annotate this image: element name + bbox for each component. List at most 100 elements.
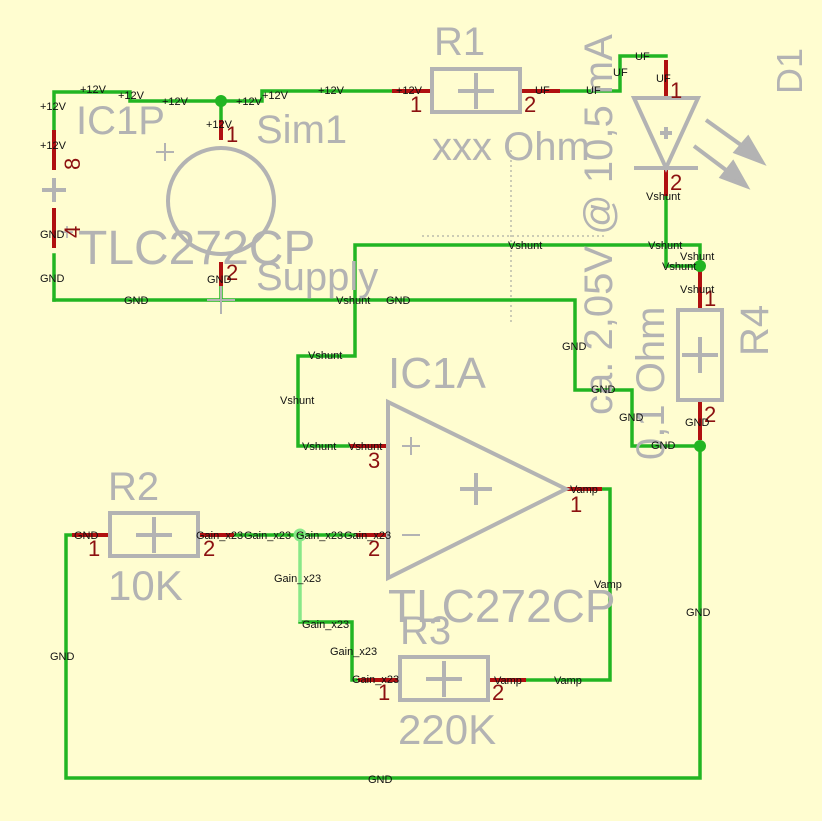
wire-12v-top[interactable] [219, 89, 396, 103]
net-label-gain: Gain_x23 [196, 530, 243, 542]
net-label-vshunt: Vshunt [662, 261, 696, 273]
sim1-pin1: 1 [226, 122, 238, 147]
ic1a-pin3: 3 [368, 448, 380, 473]
sim1-ref: Sim1 [256, 108, 347, 152]
net-label-12v: +12V [396, 85, 423, 97]
symbol-details [156, 143, 420, 536]
net-label-12v: +12V [118, 90, 145, 102]
net-label-gnd: GND [562, 341, 587, 353]
net-label-vshunt: Vshunt [508, 240, 542, 252]
junctions [215, 95, 706, 452]
net-label-uf: UF [635, 51, 650, 63]
d1-ref: D1 [769, 48, 810, 94]
net-label-uf: UF [535, 85, 550, 97]
junction-12v[interactable] [215, 95, 227, 107]
net-label-gnd: GND [386, 295, 411, 307]
net-label-vshunt: Vshunt [648, 240, 682, 252]
net-label-vshunt: Vshunt [336, 295, 370, 307]
r1-ref: R1 [434, 20, 485, 64]
net-label-12v: +12V [162, 96, 189, 108]
wire-gain-bottom[interactable] [298, 620, 358, 682]
sim1-pin2: 2 [226, 260, 238, 285]
net-label-gnd: GND [124, 295, 149, 307]
net-label-gnd: GND [651, 440, 676, 452]
net-label-vamp: Vamp [570, 484, 598, 496]
net-label-gain: Gain_x23 [302, 619, 349, 631]
wire-gnd-top[interactable] [52, 298, 702, 448]
net-label-vshunt: Vshunt [308, 350, 342, 362]
net-label-vshunt: Vshunt [680, 284, 714, 296]
ic1a-opamp-body[interactable] [386, 398, 571, 582]
net-label-12v: +12V [262, 90, 289, 102]
net-label-gnd: GND [619, 412, 644, 424]
r2-resistor-body[interactable] [108, 511, 200, 558]
r4-pin2: 2 [704, 402, 716, 427]
net-label-vamp: Vamp [494, 675, 522, 687]
wire-12v-left[interactable] [52, 90, 223, 157]
net-label-12v: +12V [206, 119, 233, 131]
ic1a-value: TLC272CP [388, 580, 616, 632]
net-label-gnd: GND [368, 774, 393, 786]
d1-diode-body[interactable] [630, 96, 702, 173]
net-label-gain: Gain_x23 [344, 530, 391, 542]
r4-value: 0,1 Ohm [629, 307, 673, 460]
sim1-supply-symbol[interactable] [166, 146, 276, 256]
ic1p-pin4: 4 [60, 226, 85, 238]
net-label-vshunt: Vshunt [646, 191, 680, 203]
net-label-uf: UF [656, 73, 671, 85]
net-label-gain: Gain_x23 [244, 530, 291, 542]
r3-pin2: 2 [492, 680, 504, 705]
junction-gnd-r4[interactable] [694, 440, 706, 452]
r2-pin2: 2 [203, 536, 215, 561]
ic1a-pin2: 2 [368, 536, 380, 561]
sim1-value: Supply [256, 255, 378, 299]
r1-resistor-body[interactable] [430, 67, 522, 114]
net-label-gain: Gain_x23 [352, 674, 399, 686]
r4-ref: R4 [733, 305, 777, 356]
wire-uf[interactable] [558, 54, 668, 93]
net-label-vshunt: Vshunt [348, 441, 382, 453]
ic1p-value: TLC272CP [78, 222, 315, 275]
net-label-vamp: Vamp [594, 579, 622, 591]
r4-pin1: 1 [704, 286, 716, 311]
r3-resistor-body[interactable] [398, 655, 490, 702]
wire-gnd-right[interactable] [64, 444, 702, 780]
ic1p-ref: IC1P [76, 99, 165, 143]
ic1p-pin8: 8 [60, 158, 85, 170]
net-label-vshunt: Vshunt [280, 395, 314, 407]
d1-value: ca. 2,05V @ 10,5 mA [577, 34, 621, 415]
r3-value: 220K [398, 706, 496, 753]
net-label-uf: UF [613, 67, 628, 79]
r2-pin1: 1 [88, 536, 100, 561]
net-label-gnd: GND [40, 229, 65, 241]
net-label-12v: +12V [40, 101, 67, 113]
d1-pin2: 2 [670, 170, 682, 195]
r4-resistor-body[interactable] [676, 308, 724, 402]
r2-ref: R2 [108, 465, 159, 509]
net-label-gain: Gain_x23 [274, 573, 321, 585]
net-label-gnd: GND [207, 274, 232, 286]
net-label-gnd: GND [50, 651, 75, 663]
ic1a-pin1: 1 [570, 492, 582, 517]
r1-pin2: 2 [524, 92, 536, 117]
net-label-12v: +12V [236, 96, 263, 108]
junction-gain-selected[interactable] [293, 528, 307, 542]
led-emission-arrows [692, 118, 767, 190]
net-label-gnd: GND [74, 530, 99, 542]
r3-ref: R3 [400, 609, 451, 653]
r1-value: xxx Ohm [432, 125, 590, 169]
r1-pin1: 1 [410, 92, 422, 117]
ic1a-ref: IC1A [388, 349, 486, 398]
net-label-12v: +12V [80, 84, 107, 96]
net-label-gnd: GND [591, 384, 616, 396]
net-label-vshunt: Vshunt [680, 251, 714, 263]
net-label-uf: UF [586, 85, 601, 97]
net-label-vamp: Vamp [554, 675, 582, 687]
r2-value: 10K [108, 562, 183, 609]
junction-vshunt[interactable] [694, 260, 706, 272]
net-label-12v: +12V [40, 140, 67, 152]
symbols [42, 67, 724, 702]
net-label-vshunt: Vshunt [302, 441, 336, 453]
